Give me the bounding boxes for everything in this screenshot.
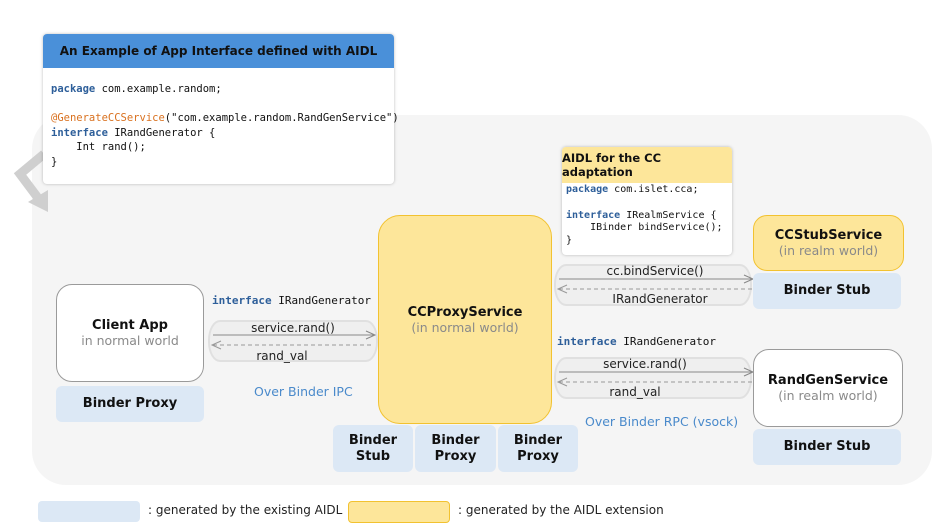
rand-gen-service-node: RandGenService (in realm world): [753, 349, 903, 427]
code-keyword: interface: [566, 209, 621, 221]
legend-existing-label: : generated by the existing AIDL: [148, 503, 343, 517]
cc-proxy-service-subtitle: (in normal world): [411, 319, 519, 335]
legend-extension-swatch: [348, 501, 450, 523]
code-keyword: package: [566, 184, 609, 195]
aidl-example-title: An Example of App Interface defined with…: [43, 34, 394, 68]
client-binder-proxy: Binder Proxy: [56, 386, 204, 422]
cc-adaptation-title: AIDL for the CC adaptation: [562, 147, 732, 183]
code-text: com.example.random;: [95, 83, 222, 95]
client-app-title: Client App: [92, 318, 168, 333]
cc-stub-service-node: CCStubService (in realm world): [753, 215, 904, 271]
proxy-binder-proxy-1: Binder Proxy: [415, 425, 496, 472]
legend-existing-swatch: [38, 501, 140, 522]
bind-arrows-icon: [556, 274, 755, 294]
cc-adaptation-code: package com.islet.cca; interface IRealmS…: [562, 183, 732, 248]
rpc-return-label: rand_val: [609, 385, 661, 399]
code-keyword: package: [51, 83, 96, 95]
code-text: com.islet.cca;: [608, 184, 699, 195]
proxy-binder-stub: Binder Stub: [333, 425, 413, 472]
rpc-interface-label: interface IRandGenerator: [557, 335, 716, 348]
code-text: IRealmService {: [620, 209, 717, 221]
cc-stub-service-subtitle: (in realm world): [778, 243, 879, 258]
aidl-example-code: package com.example.random; @GenerateCCS…: [43, 68, 399, 169]
rpc-caption: Over Binder RPC (vsock): [585, 414, 739, 429]
cc-stub-service-title: CCStubService: [774, 228, 883, 243]
ipc-return-label: rand_val: [256, 349, 308, 363]
aidl-example-card: An Example of App Interface defined with…: [43, 34, 399, 184]
code-text: Int rand();: [51, 141, 146, 153]
rand-gen-binder-stub: Binder Stub: [753, 429, 901, 465]
bent-arrow-icon: [13, 150, 48, 212]
rand-gen-service-title: RandGenService: [767, 373, 889, 388]
cc-adaptation-card: AIDL for the CC adaptation package com.i…: [562, 147, 732, 255]
bind-call-label: cc.bindService(): [606, 264, 704, 278]
ipc-call-label: service.rand(): [251, 321, 335, 335]
client-app-subtitle: in normal world: [81, 333, 179, 348]
code-annotation: @GenerateCCService: [51, 112, 165, 124]
code-text: IBinder bindService();: [566, 222, 723, 234]
legend-extension-label: : generated by the AIDL extension: [458, 503, 664, 517]
code-text: ("com.example.random.RandGenService"): [164, 112, 399, 124]
code-keyword: interface: [51, 126, 108, 139]
bind-return-label: IRandGenerator: [612, 292, 708, 306]
cc-stub-binder-stub: Binder Stub: [753, 273, 901, 309]
rpc-call-label: service.rand(): [603, 357, 687, 371]
client-app-node: Client App in normal world: [56, 284, 204, 382]
code-keyword: interface: [212, 294, 272, 307]
code-text: }: [51, 155, 58, 168]
ipc-channel-pipe: [208, 320, 378, 362]
cc-proxy-service-node: CCProxyService (in normal world): [378, 215, 552, 424]
code-text: IRandGenerator: [271, 294, 371, 307]
code-text: IRandGenerator {: [107, 126, 216, 139]
rand-gen-service-subtitle: (in realm world): [778, 388, 878, 403]
code-text: }: [566, 235, 573, 247]
code-text: IRandGenerator: [616, 335, 716, 348]
bind-channel-pipe: [554, 264, 752, 306]
ipc-arrows-icon: [210, 330, 377, 350]
cc-proxy-service-title: CCProxyService: [407, 304, 523, 320]
code-keyword: interface: [557, 335, 617, 348]
ipc-interface-label: interface IRandGenerator: [212, 294, 371, 307]
rpc-arrows-icon: [556, 367, 755, 387]
ipc-caption: Over Binder IPC: [254, 384, 353, 399]
proxy-binder-proxy-2: Binder Proxy: [498, 425, 578, 472]
rpc-channel-pipe: [554, 357, 752, 399]
